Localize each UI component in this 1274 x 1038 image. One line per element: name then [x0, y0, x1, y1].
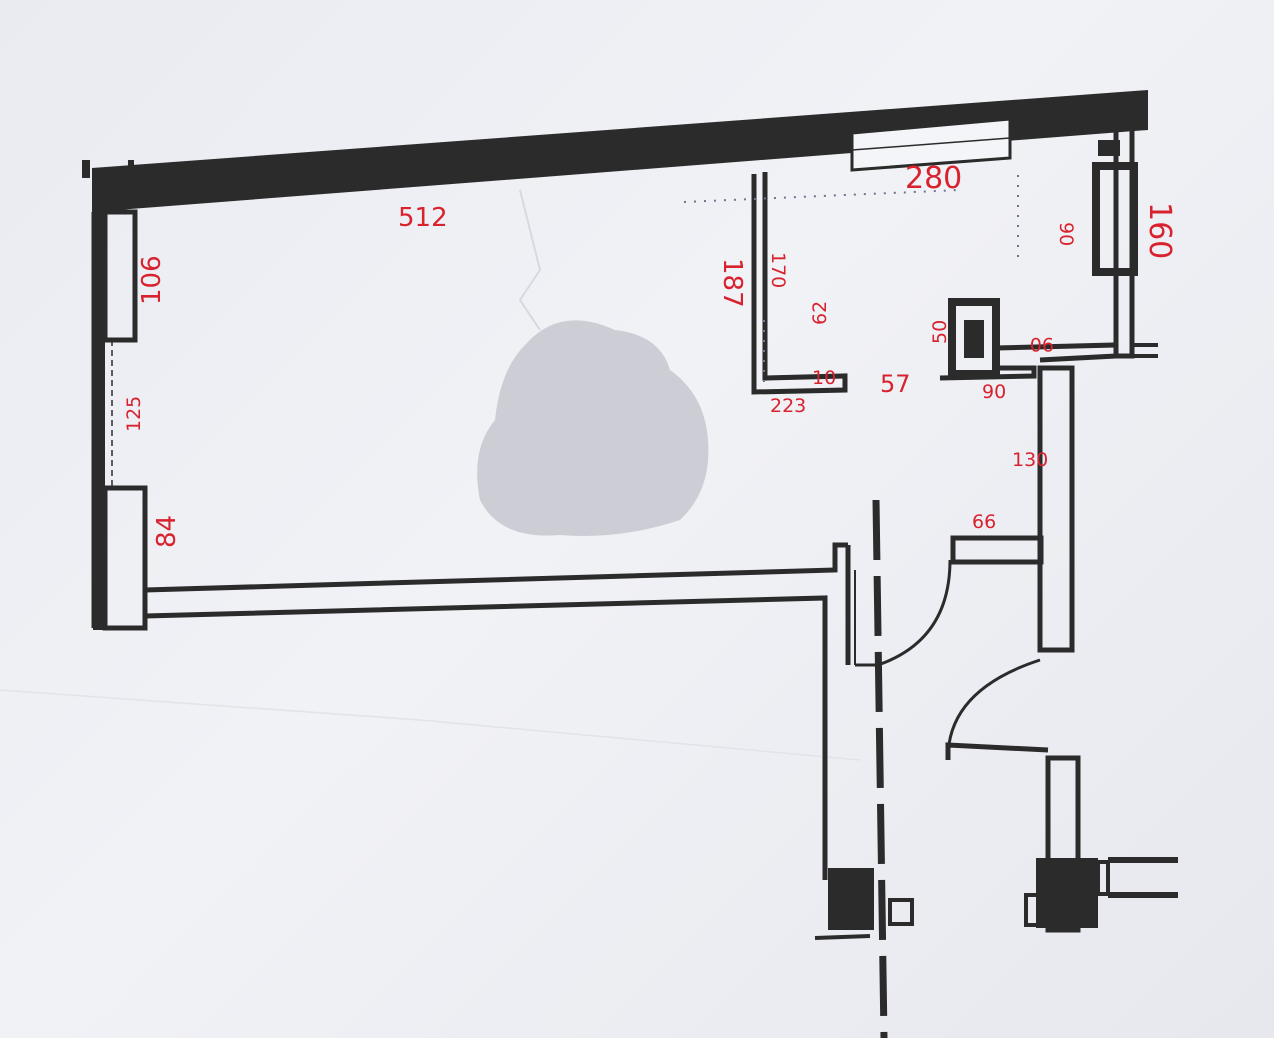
vent-shaft [1092, 162, 1138, 276]
interior-partition [751, 172, 848, 395]
niche-wall [950, 535, 1044, 565]
label-top-wall: 512 [398, 203, 448, 233]
label-partition-outer: 187 [717, 258, 747, 308]
top-wall [92, 90, 1148, 212]
label-niche: 66 [972, 511, 996, 533]
column-block-right [1036, 858, 1098, 928]
label-left-lower: 84 [152, 515, 182, 548]
dimension-labels: 512 280 106 125 84 187 170 62 223 10 57 … [123, 161, 1177, 548]
label-left-window: 125 [123, 396, 145, 432]
left-window-lower [102, 485, 148, 631]
label-shaft-right: 90 [1030, 333, 1054, 355]
redacted-area [477, 320, 709, 536]
label-right-vertical: 160 [1142, 202, 1177, 259]
label-shaft-small: 50 [929, 320, 951, 344]
room-bottom-wall [144, 542, 848, 593]
label-partition-small: 62 [809, 301, 831, 325]
door-arc-upper [877, 559, 952, 667]
label-partition-bottom: 223 [770, 395, 806, 417]
shaft-box [948, 298, 1000, 378]
label-shaft-wide: 90 [982, 381, 1006, 403]
label-left-upper: 106 [137, 255, 167, 305]
dotted-guides [683, 175, 1019, 390]
left-window-upper [102, 209, 138, 343]
door-arc-lower [946, 658, 1041, 759]
label-partition-inner: 170 [767, 252, 789, 288]
corridor-wall [1037, 365, 1075, 653]
door-swings [855, 559, 1041, 759]
lower-right-wall [1045, 755, 1081, 933]
label-corridor: 130 [1012, 449, 1048, 471]
section-line [872, 499, 888, 1038]
label-window-top: 280 [905, 161, 962, 196]
label-partition-tip: 10 [812, 367, 836, 389]
label-opening: 57 [880, 370, 911, 398]
column-block-left [828, 868, 874, 930]
walls [82, 90, 1178, 940]
label-right-inner: 90 [1055, 222, 1077, 246]
